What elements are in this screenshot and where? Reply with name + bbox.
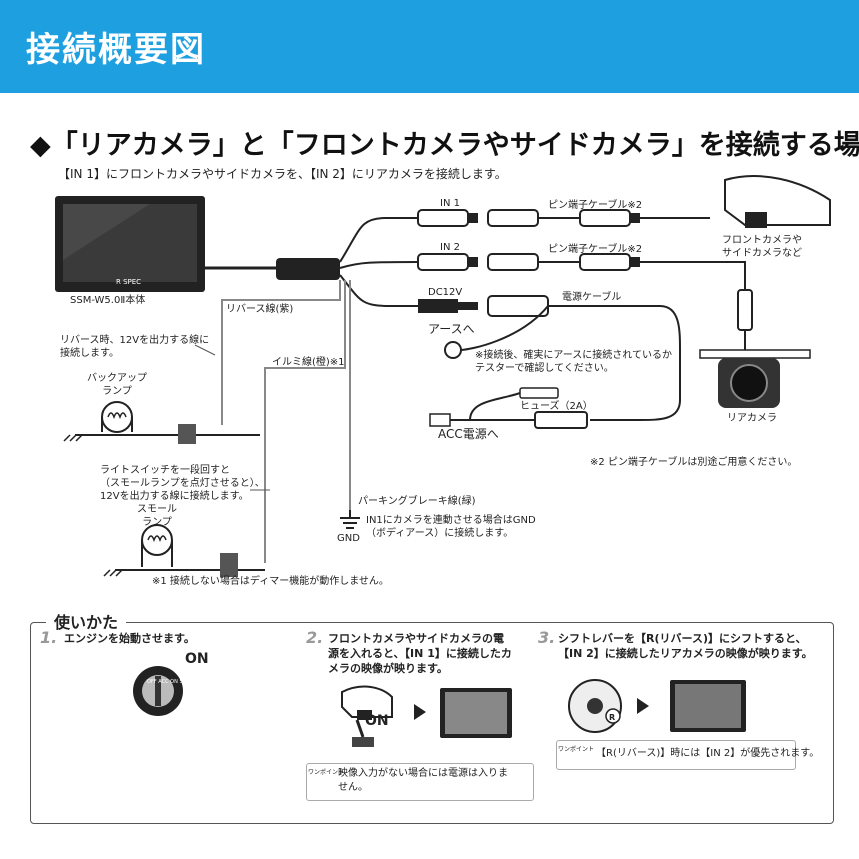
step-1-number: 1. [40,628,58,647]
shift-r-label: R [609,713,616,722]
wiring-diagram [55,175,831,577]
small-lamp-label: スモール ランプ [137,504,177,528]
dc12v-connector [418,295,681,421]
key-ring-label: OFF ACC ON START [147,679,195,685]
note-2: ※2 ピン端子ケーブルは別途ご用意ください。 [590,457,798,468]
in2-label: IN 2 [440,242,460,253]
parking-wire-label: パーキングブレーキ線(緑) [358,496,476,507]
in1-connector [417,209,478,227]
front-camera-label: フロントカメラや サイドカメラなど [722,235,802,259]
pin-cable-2-label: ピン端子ケーブル※2 [548,244,643,255]
monitor-brand: R SPEC [116,278,142,286]
tip-2-badge: ワンポイント [558,746,595,753]
fuse-label: ヒューズ（2A） [520,401,593,412]
light-note: ライトスイッチを一段回すと （スモールランプを点灯させると）、 12Vを出力する… [100,465,265,502]
page-title: 接続概要図 [26,30,206,70]
small-lamp-wiring [103,524,265,577]
in1-label: IN 1 [440,198,460,209]
fuse [429,387,588,429]
rear-camera-label: リアカメラ [727,413,777,424]
tip-1 [306,763,534,801]
pin-cable-1-label: ピン端子ケーブル※2 [548,200,643,211]
reverse-wire-label: リバース線(紫) [226,304,294,315]
step-3-text: シフトレバーを【R(リバース)】にシフトすると、 【IN 2】に接続したリアカメ… [558,632,813,660]
section-subtitle: 【IN 1】にフロントカメラやサイドカメラを、【IN 2】にリアカメラを接続しま… [58,167,507,181]
harness-connector [276,258,340,280]
power-cable-label: 電源ケーブル [562,292,622,303]
usage-panel [30,622,834,824]
pin-cable-1 [487,209,710,227]
switch-on-label: ON [365,713,389,729]
tip-1-badge: ワンポイント [308,769,345,776]
ground-label: アースへ [428,322,475,336]
header-bar: 接続概要図 [0,0,859,93]
illumi-wire-label: イルミ線(橙)※1 [272,357,345,368]
pin-cable-2 [487,253,753,350]
usage-title: 使いかた [46,609,127,633]
backup-lamp-wiring [63,401,260,444]
key-on-label: ON [185,651,209,667]
step-3-number: 3. [538,628,556,647]
tip-2-text: 【R(リバース)】時には【IN 2】が優先されます。 [596,748,820,759]
tip-1-text: 映像入力がない場合には電源は入りま せん。 [338,768,508,793]
monitor-illustration [55,196,205,292]
note-1: ※1 接続しない場合はディマー機能が動作しません。 [152,576,389,587]
step-3-illustration [568,679,746,733]
gnd-label: GND [337,533,360,544]
ground-note: ※接続後、確実にアースに接続されているか テスターで確認してください。 [475,350,672,374]
tip-2 [556,740,796,770]
step-2-illustration [341,685,512,747]
backup-lamp-label: バックアップ ランプ [87,373,147,397]
acc-label: ACC電源へ [438,427,499,441]
step-1-text: エンジンを始動させます。 [64,632,195,645]
monitor-label: SSM-W5.0Ⅱ本体 [70,295,146,306]
dc12v-label: DC12V [428,287,463,298]
in2-connector [417,253,478,271]
rear-camera-illustration [699,349,811,408]
reverse-note: リバース時、12Vを出力する線に 接続します。 [60,335,210,359]
step-2-text: フロントカメラやサイドカメラの電 源を入れると、【IN 1】に接続したカ メラの… [328,632,512,675]
ignition-key-illustration [133,666,183,716]
front-camera-illustration [724,175,831,228]
gnd-symbol [340,510,360,529]
parking-note: IN1にカメラを連動させる場合はGND （ボディアース）に接続します。 [366,515,536,539]
step-2-number: 2. [306,628,324,647]
section-heading: ◆「リアカメラ」と「フロントカメラやサイドカメラ」を接続する場合 [30,130,859,161]
